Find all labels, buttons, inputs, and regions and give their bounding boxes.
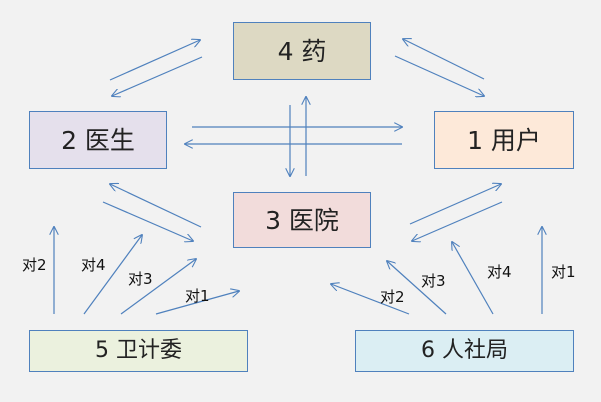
arrow-hospital-to-doctor xyxy=(110,184,202,228)
node-drug: 4 药 xyxy=(233,22,371,80)
arrow-drug-to-doctor xyxy=(112,56,203,96)
arrow-hr-to-drug xyxy=(452,242,494,315)
node-health-commission-label: 5 卫计委 xyxy=(95,338,182,363)
node-hospital-label: 3 医院 xyxy=(265,205,339,235)
edge-label-health-to-hospital: 对1 xyxy=(185,287,210,305)
edge-label-hr-to-patient: 对1 xyxy=(551,263,576,281)
edge-label-hr-to-hospital: 对2 xyxy=(380,288,405,306)
arrow-hr-to-hospital xyxy=(331,284,410,315)
edge-label-health-to-doctor: 对2 xyxy=(22,256,47,274)
arrow-health-to-hospital xyxy=(155,291,239,315)
arrow-user-to-hospital xyxy=(412,201,503,241)
node-hospital: 3 医院 xyxy=(233,192,371,248)
edge-label-health-to-user: 对3 xyxy=(128,270,153,288)
arrow-doctor-to-hospital xyxy=(102,201,193,241)
edge-label-hr-to-user: 对3 xyxy=(421,272,446,290)
arrow-drug-to-user xyxy=(394,55,484,96)
node-drug-label: 4 药 xyxy=(277,36,327,66)
edge-label-hr-to-drug: 对4 xyxy=(487,263,512,281)
node-hr-bureau-label: 6 人社局 xyxy=(421,338,508,363)
node-health-commission: 5 卫计委 xyxy=(29,330,248,372)
arrow-hr-to-user xyxy=(387,261,447,315)
node-hr-bureau: 6 人社局 xyxy=(355,330,574,372)
arrow-health-to-user xyxy=(120,259,196,315)
node-doctor-label: 2 医生 xyxy=(61,125,135,155)
arrow-health-to-drug xyxy=(83,235,142,315)
arrow-user-to-drug xyxy=(403,39,485,80)
node-user: 1 用户 xyxy=(434,111,574,169)
arrow-doctor-to-drug xyxy=(109,40,200,81)
node-doctor: 2 医生 xyxy=(29,111,167,169)
node-user-label: 1 用户 xyxy=(467,125,541,155)
edge-label-health-to-drug: 对4 xyxy=(81,256,106,274)
arrow-hospital-to-user xyxy=(409,184,501,225)
